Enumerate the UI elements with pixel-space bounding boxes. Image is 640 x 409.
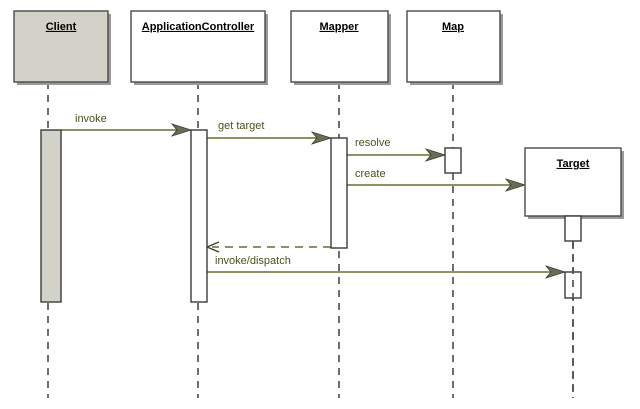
object-boxes-group: Client ApplicationController Mapper Map: [13, 10, 624, 219]
activation-bar-application-controller: [190, 129, 208, 303]
message-label-invoke: invoke: [75, 113, 107, 125]
object-box-map-label: Map: [442, 21, 464, 33]
activation-bar-target-stub: [564, 215, 582, 242]
object-box-target-rect: [524, 147, 622, 217]
object-box-application-controller[interactable]: ApplicationController: [130, 10, 268, 85]
object-box-map[interactable]: Map: [406, 10, 503, 85]
activation-bar-map: [444, 147, 462, 174]
message-get-target-arrowhead: [310, 131, 333, 145]
object-box-map-rect: [406, 10, 501, 83]
object-box-target-label: Target: [557, 158, 590, 170]
message-create[interactable]: [347, 178, 527, 192]
message-return[interactable]: [205, 241, 331, 253]
message-get-target[interactable]: [207, 131, 333, 145]
message-invoke-dispatch[interactable]: [207, 265, 567, 279]
object-box-client-rect: [13, 10, 109, 83]
object-box-target[interactable]: Target: [524, 147, 624, 219]
object-box-mapper-label: Mapper: [319, 21, 359, 33]
messages-group: [61, 123, 567, 279]
message-label-get-target: get target: [218, 120, 264, 132]
object-box-mapper[interactable]: Mapper: [290, 10, 391, 85]
message-label-resolve: resolve: [355, 137, 390, 149]
message-resolve-arrowhead: [424, 148, 447, 162]
message-invoke-arrowhead: [170, 123, 193, 137]
object-box-client-label: Client: [46, 21, 77, 33]
message-create-arrowhead: [504, 178, 527, 192]
activation-bars-group: [40, 129, 582, 303]
message-labels-group: invoke get target resolve create invoke/…: [75, 113, 390, 267]
object-box-client[interactable]: Client: [13, 10, 111, 85]
message-invoke-dispatch-arrowhead: [544, 265, 567, 279]
object-box-application-controller-rect: [130, 10, 266, 83]
activation-bar-mapper: [330, 137, 348, 249]
message-label-create: create: [355, 168, 386, 180]
object-box-application-controller-label: ApplicationController: [142, 21, 255, 33]
activation-bar-client: [40, 129, 62, 303]
message-resolve[interactable]: [347, 148, 447, 162]
message-label-invoke-dispatch: invoke/dispatch: [215, 255, 291, 267]
message-invoke[interactable]: [61, 123, 193, 137]
object-box-mapper-rect: [290, 10, 389, 83]
